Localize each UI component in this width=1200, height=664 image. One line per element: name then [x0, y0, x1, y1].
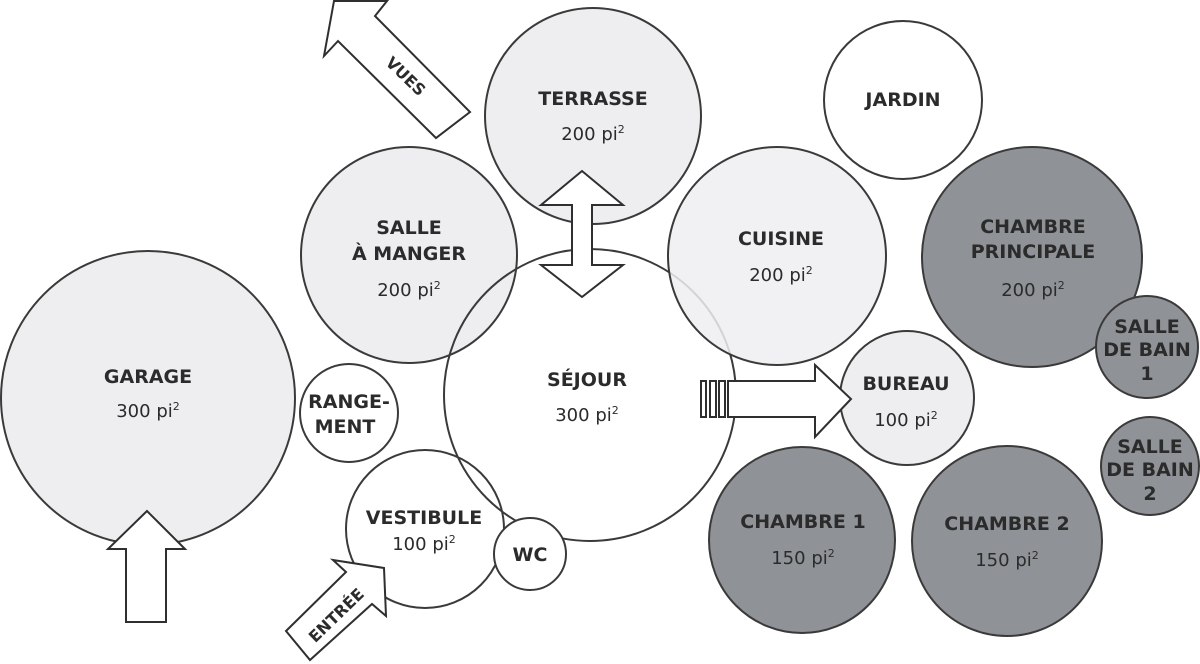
room-cuisine-name: CUISINE: [738, 228, 824, 250]
arrow-sejour-bureau-body: [727, 362, 853, 440]
room-salle-de-bain-2: SALLE DE BAIN 2: [1100, 416, 1200, 516]
room-salle-de-bain-1-line2: DE BAIN: [1103, 339, 1191, 361]
room-salle-de-bain-1-line3: 1: [1140, 363, 1153, 385]
room-bureau-circle: [839, 330, 975, 466]
room-chambre-principale-name-line2: PRINCIPALE: [971, 241, 1096, 263]
room-salle-a-manger: SALLE À MANGER 200 pi2: [300, 146, 518, 364]
room-chambre-2-area: 150 pi2: [975, 549, 1039, 571]
room-chambre-1: CHAMBRE 1 150 pi2: [708, 446, 896, 634]
room-bureau-area: 100 pi2: [874, 409, 938, 431]
room-bureau-name: BUREAU: [862, 373, 949, 395]
room-salle-a-manger-area: 200 pi2: [377, 279, 441, 301]
room-sejour-area: 300 pi2: [555, 404, 619, 426]
room-bureau: BUREAU 100 pi2: [839, 330, 975, 466]
room-salle-a-manger-circle: [300, 146, 518, 364]
room-wc: WC: [493, 517, 567, 591]
room-salle-de-bain-2-line1: SALLE: [1117, 436, 1183, 458]
room-rangement-circle: [299, 363, 399, 463]
room-cuisine-area: 200 pi2: [749, 264, 813, 286]
room-chambre-2: CHAMBRE 2 150 pi2: [911, 445, 1103, 637]
room-wc-name: WC: [513, 544, 548, 566]
room-garage-area: 300 pi2: [116, 400, 180, 422]
arrow-entree: ENTRÉE: [284, 558, 388, 662]
room-chambre-2-circle: [911, 445, 1103, 637]
room-jardin-name: JARDIN: [863, 89, 940, 111]
room-sejour-name: SÉJOUR: [547, 368, 627, 391]
room-terrasse-area: 200 pi2: [561, 123, 625, 145]
room-chambre-principale-name-line1: CHAMBRE: [980, 216, 1086, 238]
room-jardin: JARDIN: [823, 20, 983, 180]
arrow-vues-shape: [322, 0, 472, 140]
double-arrow-terrasse-sejour: [538, 169, 626, 299]
garage-entry-arrow: [105, 509, 188, 623]
room-garage-name: GARAGE: [104, 366, 192, 388]
room-salle-de-bain-1-line1: SALLE: [1114, 316, 1180, 338]
room-salle-de-bain-2-line2: DE BAIN: [1106, 459, 1194, 481]
room-vestibule-name: VESTIBULE: [366, 507, 482, 529]
room-cuisine-circle: [667, 146, 887, 366]
room-salle-de-bain-2-circle: [1100, 416, 1200, 516]
room-rangement: RANGE- MENT: [299, 363, 399, 463]
room-chambre-principale: CHAMBRE PRINCIPALE 200 pi2: [921, 146, 1143, 368]
room-garage: GARAGE 300 pi2: [0, 250, 296, 546]
arrow-stripe-1: [700, 380, 707, 418]
room-salle-de-bain-1-circle: [1095, 295, 1199, 399]
room-chambre-1-name: CHAMBRE 1: [740, 511, 865, 533]
room-salle-a-manger-name-line2: À MANGER: [352, 242, 466, 265]
room-terrasse: TERRASSE 200 pi2: [484, 7, 702, 225]
room-chambre-principale-circle: [921, 146, 1143, 368]
arrow-entree-shape: [284, 558, 388, 662]
room-salle-de-bain-1: SALLE DE BAIN 1: [1095, 295, 1199, 399]
room-cuisine: CUISINE 200 pi2: [667, 146, 887, 366]
room-terrasse-name: TERRASSE: [538, 88, 647, 110]
room-garage-circle: [0, 250, 296, 546]
room-jardin-circle: [823, 20, 983, 180]
arrow-stripe-3: [718, 380, 726, 418]
room-vestibule-area: 100 pi2: [392, 533, 456, 555]
room-chambre-1-area: 150 pi2: [771, 547, 835, 569]
room-chambre-principale-area: 200 pi2: [1001, 279, 1065, 301]
arrow-sejour-bureau: [700, 362, 853, 440]
arrow-stripe-2: [709, 380, 717, 418]
room-rangement-line1: RANGE-: [308, 391, 390, 413]
room-wc-circle: [493, 517, 567, 591]
room-chambre-1-circle: [708, 446, 896, 634]
room-rangement-line2: MENT: [315, 416, 376, 438]
arrow-vues: VUES: [322, 0, 472, 140]
room-salle-de-bain-2-line3: 2: [1143, 483, 1156, 505]
room-chambre-2-name: CHAMBRE 2: [944, 513, 1069, 535]
room-salle-a-manger-name-line1: SALLE: [376, 217, 442, 239]
